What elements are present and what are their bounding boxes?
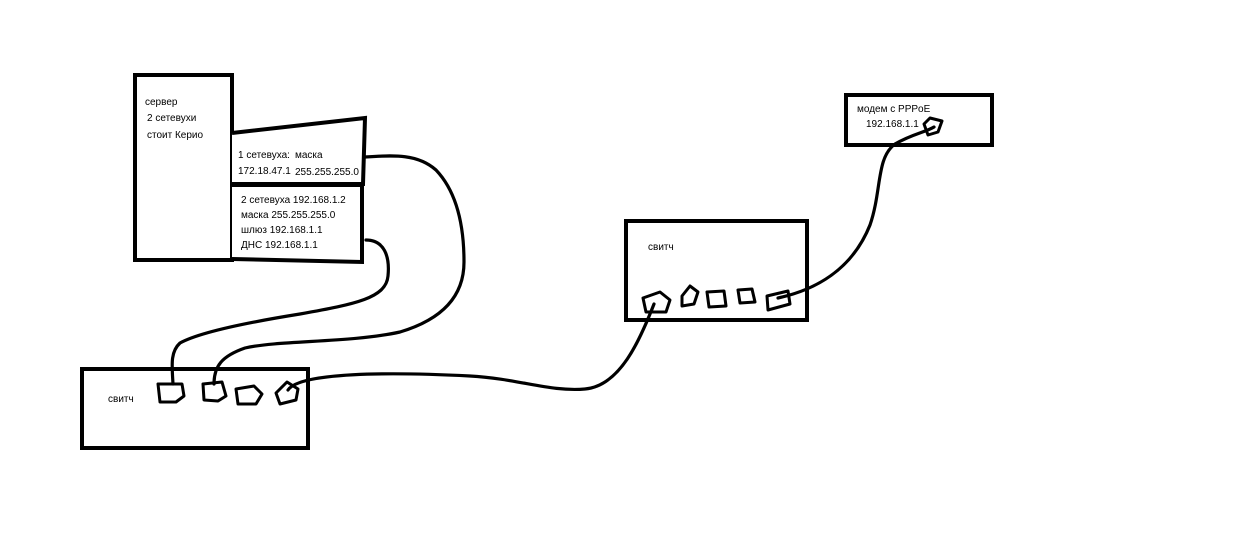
switch-right-label: свитч	[648, 242, 674, 253]
switch-right-port-2	[680, 284, 700, 308]
switch-left: свитч	[80, 367, 310, 450]
switch-left-port-2	[201, 380, 228, 403]
switch-left-box	[80, 367, 310, 450]
nic1-ip: 172.18.47.1	[238, 166, 291, 177]
cable-switch-left-to-switch-right	[286, 302, 656, 392]
nic1-title: 1 сетевуха:	[238, 150, 290, 161]
cable-nic2-to-switch-left	[170, 238, 390, 386]
cable-switch-right-to-modem	[776, 125, 936, 300]
modem-ip: 192.168.1.1	[866, 119, 919, 130]
nic2-mask: маска 255.255.255.0	[241, 210, 336, 221]
switch-right: свитч	[624, 219, 809, 322]
server-label: сервер	[145, 97, 178, 108]
modem-label: модем с PPPoE	[857, 104, 931, 115]
modem: модем с PPPoE 192.168.1.1	[844, 93, 994, 147]
nic1-mask: 255.255.255.0	[295, 167, 359, 178]
nic1-mask-label: маска	[295, 150, 323, 161]
switch-left-port-3	[234, 384, 264, 406]
switch-left-port-1	[156, 382, 186, 404]
server-box	[133, 73, 234, 262]
server-software: стоит Керио	[147, 130, 204, 141]
switch-right-port-1	[641, 290, 672, 314]
modem-box	[844, 93, 994, 147]
nic2-panel: 2 сетевуха 192.168.1.2 маска 255.255.255…	[231, 183, 364, 265]
server-nic-count: 2 сетевухи	[147, 113, 196, 124]
server: сервер 2 сетевухи стоит Керио	[133, 73, 234, 262]
cable-nic1-to-switch-left	[212, 154, 466, 386]
nic2-box	[231, 183, 364, 265]
nic2-gateway: шлюз 192.168.1.1	[241, 225, 323, 236]
switch-right-port-4	[736, 287, 757, 305]
switch-left-label: свитч	[108, 394, 134, 405]
nic1-panel: 1 сетевуха: 172.18.47.1 маска 255.255.25…	[231, 115, 368, 186]
nic2-dns: ДНС 192.168.1.1	[241, 240, 318, 251]
nic2-ip: 2 сетевуха 192.168.1.2	[241, 195, 346, 206]
cables	[170, 125, 936, 392]
switch-right-port-3	[705, 289, 728, 309]
